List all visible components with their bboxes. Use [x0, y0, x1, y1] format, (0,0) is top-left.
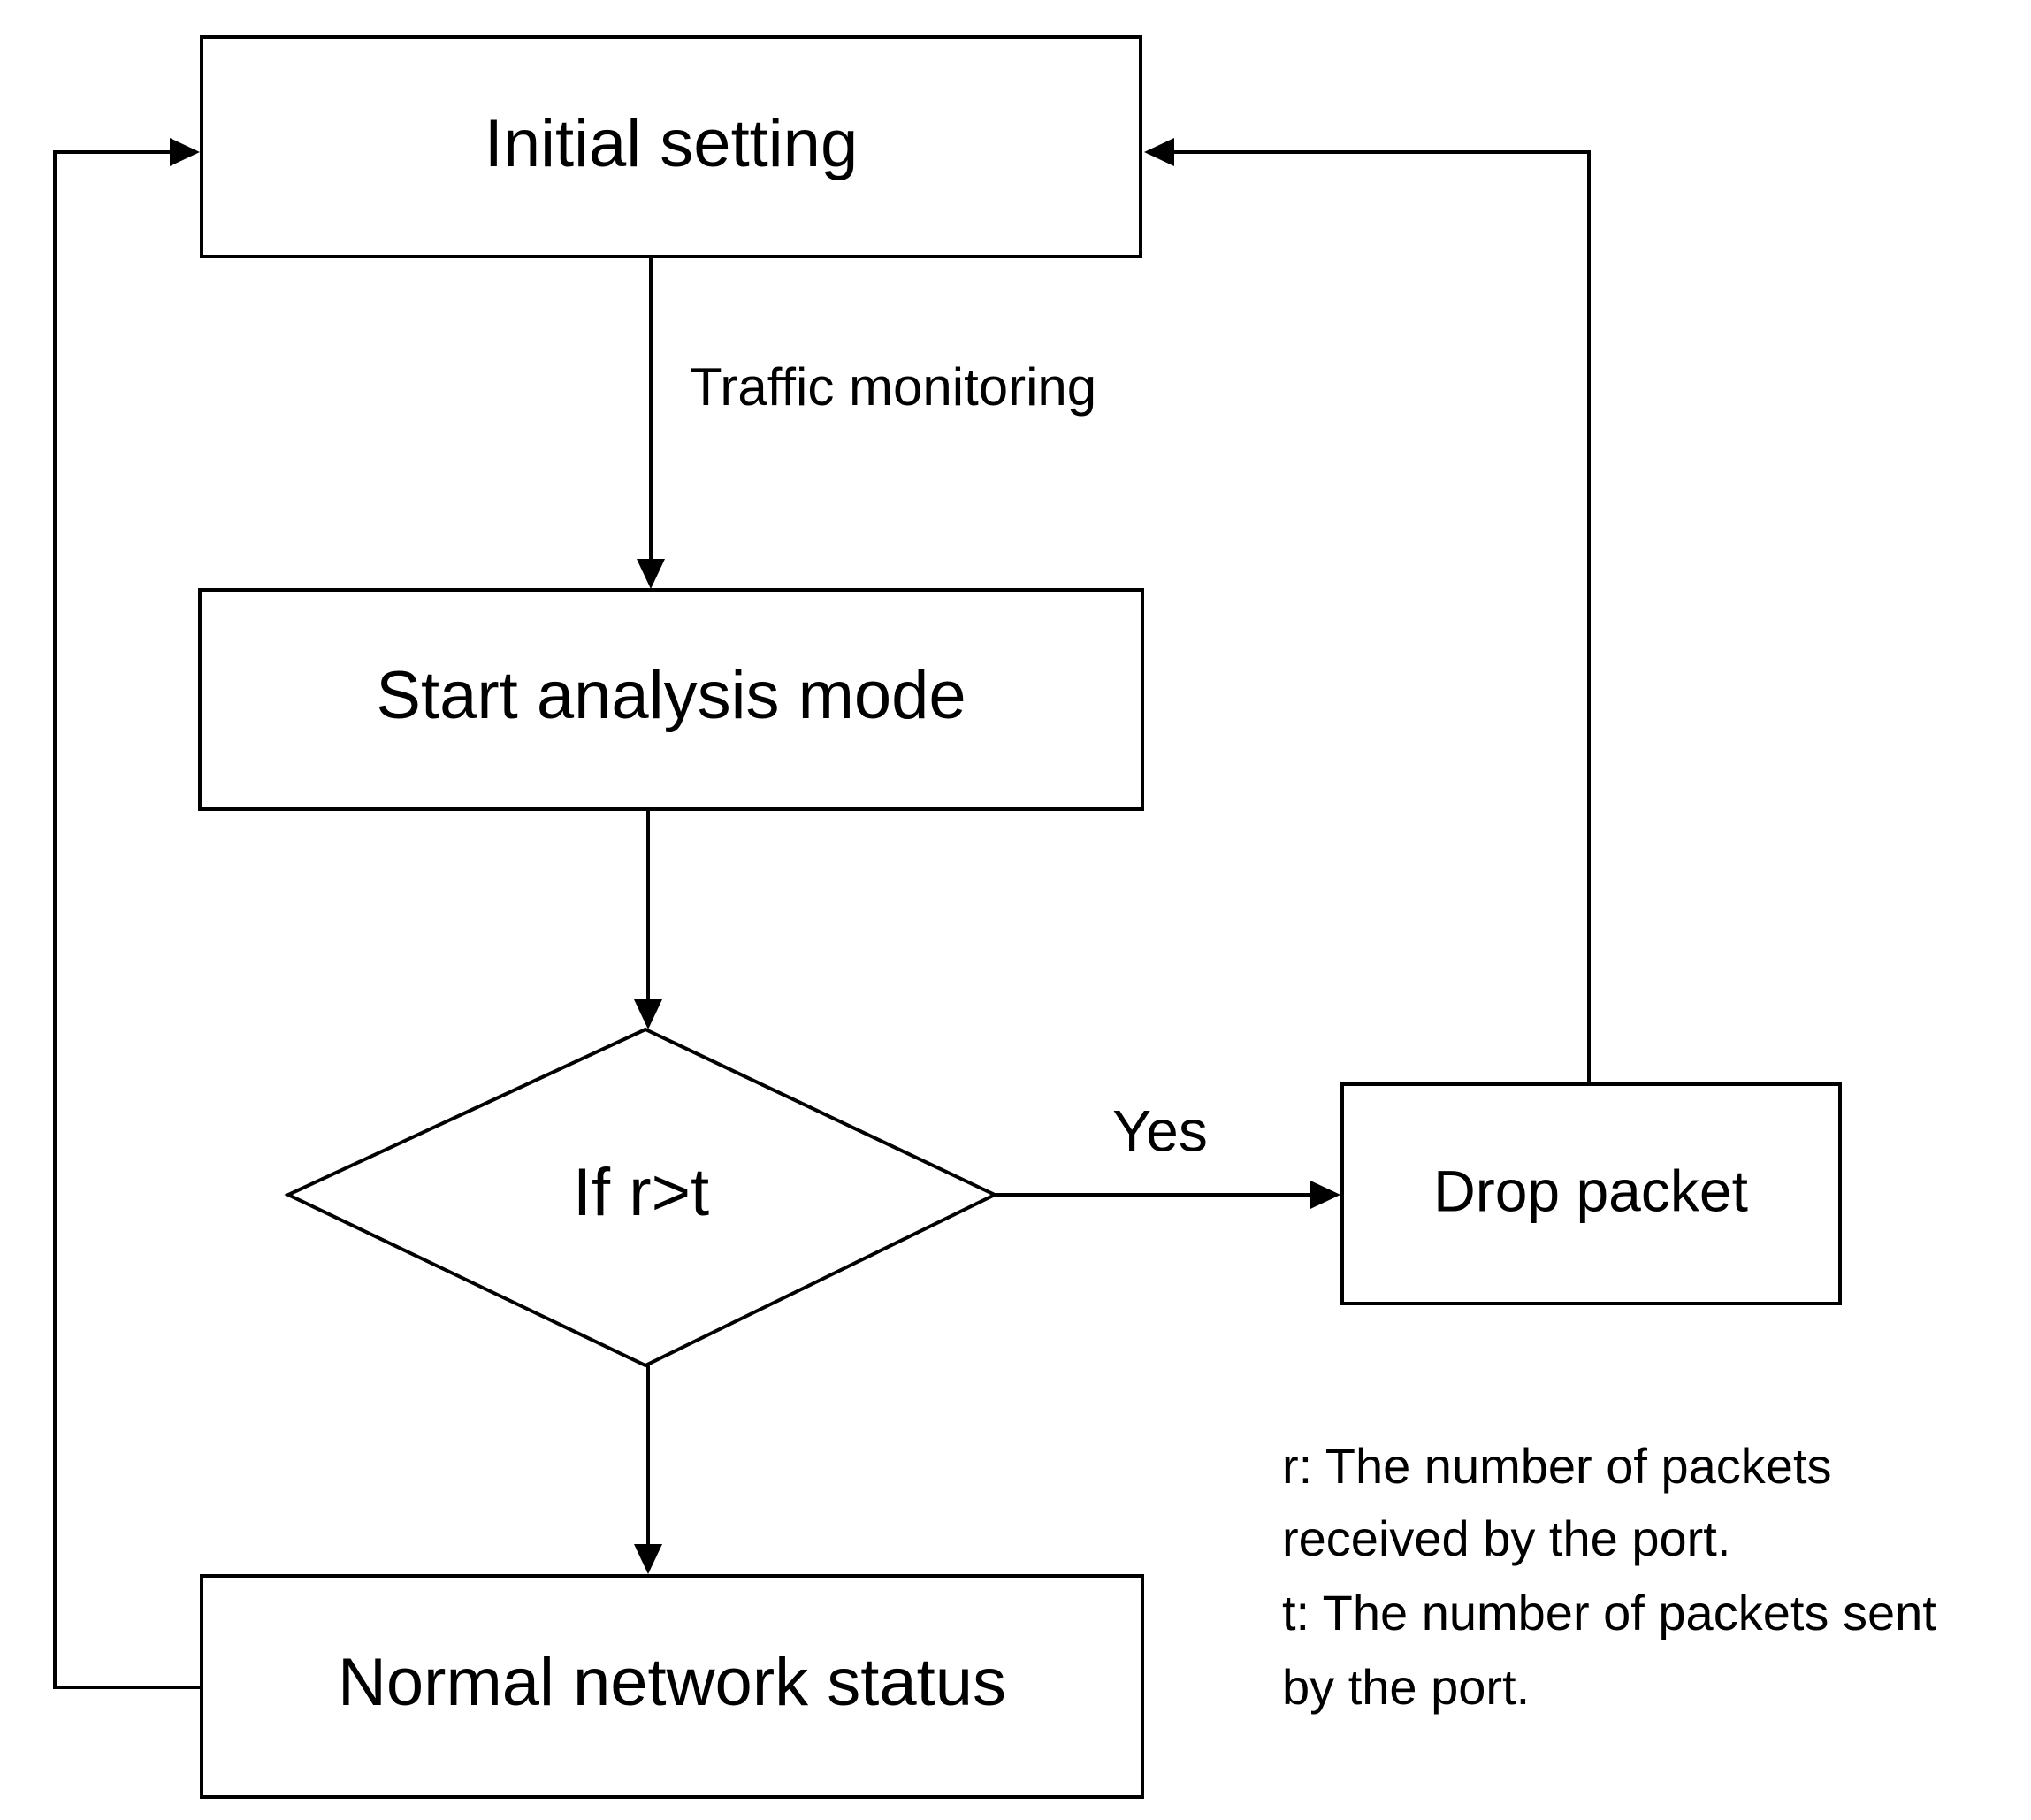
drop-packet-box [1340, 1082, 1842, 1305]
decision-label: If r>t [573, 1155, 709, 1230]
decision-diamond [284, 1027, 999, 1368]
legend-r-line2: received by the port. [1282, 1510, 1730, 1566]
legend-t-line1: t: The number of packets sent [1282, 1585, 1936, 1640]
start-analysis-label: Start analysis mode [376, 658, 966, 733]
legend-r-line1: r: The number of packets [1282, 1438, 1832, 1494]
traffic-monitoring-label: Traffic monitoring [690, 357, 1096, 417]
initial-setting-box [200, 35, 1142, 258]
arrowhead-initial-left [170, 138, 200, 166]
arrowhead-drop-left [1310, 1181, 1340, 1209]
normal-status-label: Normal network status [338, 1645, 1006, 1720]
arrowhead-normal-top [634, 1544, 662, 1574]
arrowhead-analysis-top [637, 559, 665, 589]
edge-normal-to-initial [53, 150, 202, 1689]
drop-packet-label: Drop packet [1433, 1158, 1748, 1223]
legend-t-line2: by the port. [1282, 1659, 1530, 1715]
normal-status-box [200, 1574, 1144, 1799]
start-analysis-box [198, 588, 1144, 811]
edge-drop-to-initial [1172, 150, 1591, 1084]
arrowhead-decision-top [634, 999, 662, 1029]
yes-label: Yes [1112, 1097, 1208, 1163]
initial-setting-label: Initial setting [485, 106, 858, 181]
legend: r: The number of packets received by the… [1282, 1438, 1936, 1715]
arrowhead-initial-right [1144, 138, 1174, 166]
